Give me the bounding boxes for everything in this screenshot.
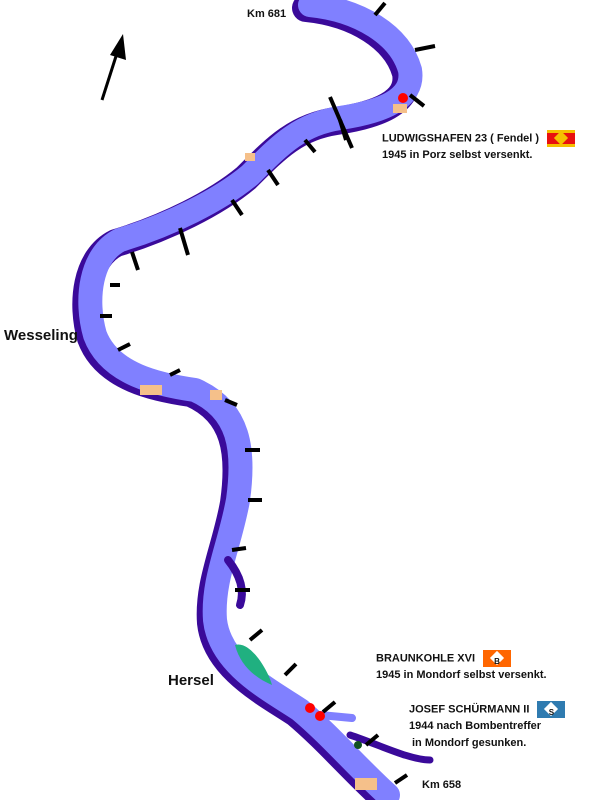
wreck-note: 1945 in Mondorf selbst versenkt. [376,669,547,682]
sand-banks [140,104,407,790]
wreck-name: LUDWIGSHAFEN 23 ( Fendel ) [382,132,540,145]
km-658-label: Km 658 [422,779,462,791]
braunkohle-flag-icon: B [483,650,512,667]
wreck-name: JOSEF SCHÜRMANN II [409,703,530,716]
wreck-marker-green [354,741,362,749]
river-rhine [72,0,434,800]
wreck-ludwigshafen: LUDWIGSHAFEN 23 ( Fendel ) 1945 in Porz … [382,130,576,164]
km-681-label: Km 681 [247,8,287,20]
km-ticks [100,1,436,785]
north-arrow [100,34,126,101]
fendel-flag-icon [547,130,576,147]
place-wesseling: Wesseling [4,327,78,344]
wreck-braunkohle: BRAUNKOHLE XVI B 1945 in Mondorf selbst v… [376,650,547,684]
wreck-note-2: in Mondorf gesunken. [412,737,527,750]
wreck-note: 1945 in Porz selbst versenkt. [382,149,533,162]
wreck-markers [305,93,408,721]
wreck-note: 1944 nach Bombentreffer [409,720,542,733]
place-hersel: Hersel [168,672,214,689]
wreck-name: BRAUNKOHLE XVI [376,652,476,665]
schuermann-flag-icon: S [537,701,566,718]
island [235,644,272,685]
wreck-josef-schuermann: JOSEF SCHÜRMANN II S 1944 nach Bombentref… [409,701,566,752]
